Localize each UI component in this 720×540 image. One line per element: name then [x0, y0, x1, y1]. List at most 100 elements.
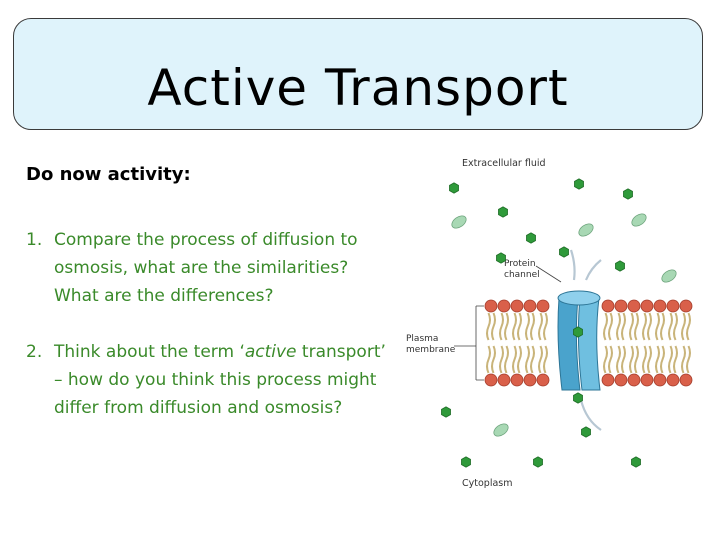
protein-channel-label-line1: Protein	[504, 259, 536, 269]
molecules	[441, 178, 677, 468]
phospholipid-tail	[603, 312, 608, 341]
phospholipid-head	[679, 299, 693, 313]
phospholipid-tail	[673, 345, 678, 374]
phospholipid-head	[523, 373, 537, 387]
phospholipid-tail	[642, 312, 647, 341]
phospholipid-tail	[668, 345, 673, 374]
solute-molecule	[461, 456, 471, 468]
phospholipid-tail	[629, 345, 634, 374]
phospholipid-head	[627, 299, 641, 313]
question-text: Think about the term ‘active transport’ …	[54, 338, 396, 422]
ion-molecule	[451, 215, 467, 229]
protein-pointer-line	[535, 265, 562, 283]
phospholipid-head	[497, 373, 511, 387]
phospholipid-tail	[634, 312, 639, 341]
solute-molecule	[623, 188, 633, 200]
phospholipid-tail	[538, 345, 543, 374]
plasma-membrane-label-line2: membrane	[406, 345, 456, 355]
phospholipid-head	[601, 373, 615, 387]
phospholipid-tail	[530, 345, 535, 374]
phospholipid-tail	[686, 345, 691, 374]
phospholipid-head	[484, 373, 498, 387]
solute-molecule	[441, 406, 451, 418]
phospholipid-head	[679, 373, 693, 387]
solute-molecule	[581, 426, 591, 438]
solute-molecule	[573, 392, 583, 404]
question-list: 1. Compare the process of diffusion to o…	[26, 226, 396, 450]
phospholipid-head	[484, 299, 498, 313]
question-item-2: 2. Think about the term ‘active transpor…	[26, 338, 396, 422]
phospholipid-tail	[512, 345, 517, 374]
phospholipid-tail	[504, 345, 509, 374]
phospholipid-tail	[491, 345, 496, 374]
phospholipid-tail	[525, 345, 530, 374]
phospholipid-tail	[538, 312, 543, 341]
phospholipid-head	[510, 299, 524, 313]
phospholipid-head	[666, 373, 680, 387]
phospholipid-head	[666, 299, 680, 313]
phospholipid-tail	[616, 312, 621, 341]
flow-arrows	[569, 249, 602, 431]
phospholipid-tail	[491, 312, 496, 341]
phospholipid-tail	[681, 312, 686, 341]
phospholipid-tail	[603, 345, 608, 374]
phospholipid-tail	[499, 345, 504, 374]
phospholipid-tail	[608, 345, 613, 374]
phospholipid-tail	[621, 312, 626, 341]
phospholipid-tail	[512, 312, 517, 341]
phospholipid-head	[653, 299, 667, 313]
phospholipid-head	[536, 373, 550, 387]
phospholipid-tail	[525, 312, 530, 341]
solute-molecule	[533, 456, 543, 468]
cytoplasm-label: Cytoplasm	[462, 478, 513, 489]
title-banner: Active Transport	[13, 18, 703, 130]
phospholipid-tail	[686, 312, 691, 341]
question-item-1: 1. Compare the process of diffusion to o…	[26, 226, 396, 310]
phospholipid-tail	[668, 312, 673, 341]
phospholipid-head	[640, 299, 654, 313]
solute-molecule	[449, 182, 459, 194]
phospholipid-tail	[530, 312, 535, 341]
phospholipid-head	[640, 373, 654, 387]
phospholipid-head	[627, 373, 641, 387]
ion-molecule	[493, 423, 509, 437]
phospholipid-head	[497, 299, 511, 313]
phospholipid-tail	[660, 345, 665, 374]
phospholipid-tail	[629, 312, 634, 341]
ion-molecule	[661, 269, 677, 283]
phospholipid-tail	[517, 345, 522, 374]
solute-molecule	[496, 252, 506, 264]
extracellular-label: Extracellular fluid	[462, 158, 546, 169]
slide-title: Active Transport	[147, 59, 569, 117]
phospholipid-head	[614, 299, 628, 313]
solute-molecule	[526, 232, 536, 244]
question-number: 1.	[26, 230, 43, 250]
phospholipid-tail	[608, 312, 613, 341]
phospholipid-head	[536, 299, 550, 313]
solute-molecule	[498, 206, 508, 218]
phospholipid-tail	[673, 312, 678, 341]
question-text-start: Think about the term ‘	[54, 342, 245, 362]
solute-molecule	[559, 246, 569, 258]
phospholipid-tail	[486, 345, 491, 374]
phospholipid-head	[523, 299, 537, 313]
phospholipid-tail	[543, 345, 548, 374]
solute-molecule	[574, 178, 584, 190]
ion-molecule	[578, 223, 594, 237]
phospholipid-tail	[647, 345, 652, 374]
phospholipid-tail	[660, 312, 665, 341]
phospholipid-tail	[504, 312, 509, 341]
question-text-emphasis: active	[244, 342, 297, 362]
question-text: Compare the process of diffusion to osmo…	[54, 230, 358, 306]
protein-channel-label-line2: channel	[504, 270, 540, 280]
phospholipid-tail	[621, 345, 626, 374]
ion-molecule	[631, 213, 647, 227]
phospholipid-tail	[655, 312, 660, 341]
solute-molecule	[631, 456, 641, 468]
solute-molecule	[615, 260, 625, 272]
phospholipid-tail	[517, 312, 522, 341]
activity-heading: Do now activity:	[26, 164, 191, 185]
phospholipid-tail	[634, 345, 639, 374]
phospholipid-tail	[543, 312, 548, 341]
phospholipid-tail	[642, 345, 647, 374]
